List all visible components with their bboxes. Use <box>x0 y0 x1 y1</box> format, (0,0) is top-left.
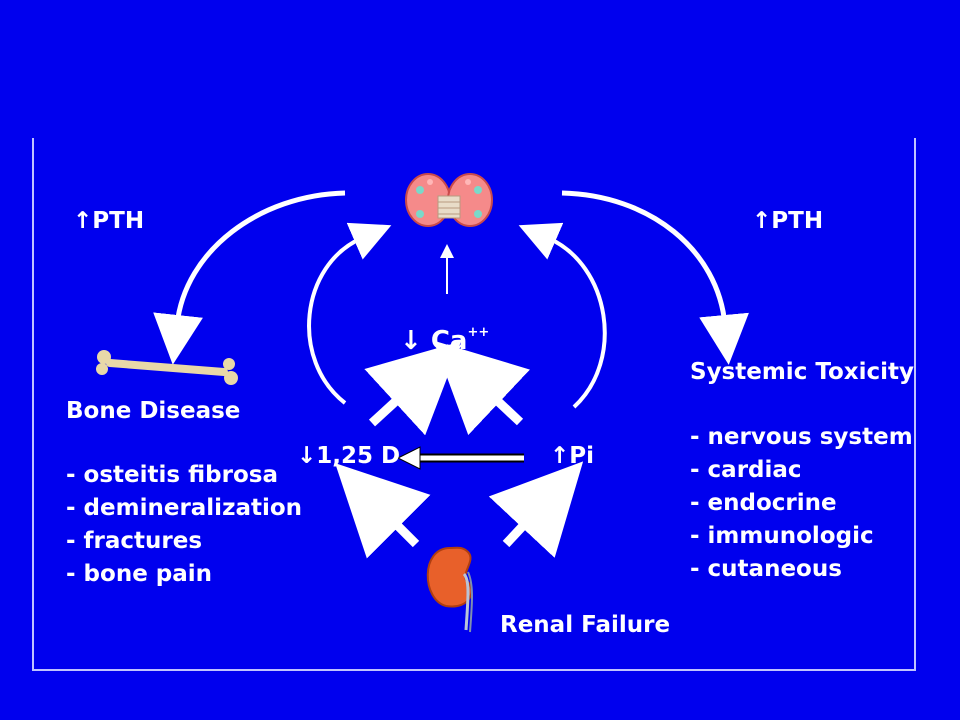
list-item: - osteitis fibrosa <box>66 462 278 488</box>
bone-icon <box>96 350 238 385</box>
calcium-label: ↓ Ca++ <box>400 325 490 356</box>
calcium-label-main: ↓ Ca <box>400 326 468 356</box>
list-item: - bone pain <box>66 561 213 587</box>
arrow-renal-to-pi <box>488 461 584 558</box>
phosphate-label: ↑Pi <box>550 443 595 469</box>
parathyroid-gland-icon <box>405 173 493 227</box>
pth-label-left: ↑PTH <box>73 208 145 234</box>
list-item: - cardiac <box>690 457 802 483</box>
list-item: - endocrine <box>690 490 837 516</box>
list-item: - nervous system <box>690 424 913 450</box>
arrow-125d-to-gland <box>307 222 392 405</box>
kidney-icon <box>426 546 473 633</box>
calcium-label-superscript: ++ <box>467 325 490 340</box>
bone-disease-title: Bone Disease <box>66 398 241 424</box>
systemic-toxicity-title: Systemic Toxicity <box>690 359 914 385</box>
list-item: - immunologic <box>690 523 874 549</box>
list-item: - fractures <box>66 528 203 554</box>
pth-label-right: ↑PTH <box>752 208 824 234</box>
arrow-pi-to-ca <box>433 340 530 436</box>
arrow-125d-to-ca <box>364 341 462 436</box>
vitamin-d-label: ↓1,25 D <box>297 443 401 469</box>
arrow-gland-to-systemic <box>561 190 749 365</box>
list-item: - cutaneous <box>690 556 842 582</box>
arrow-pi-to-gland <box>518 222 607 409</box>
diagram-frame <box>32 138 916 671</box>
arrow-pi-to-125d-head <box>396 446 421 470</box>
renal-failure-label: Renal Failure <box>500 612 671 638</box>
list-item: - demineralization <box>66 495 303 521</box>
arrow-renal-to-125d <box>335 463 431 559</box>
bone-disease-list: - osteitis fibrosa - demineralization - … <box>66 459 302 591</box>
arrow-gland-to-bone <box>153 190 346 365</box>
systemic-toxicity-list: - nervous system - cardiac - endocrine -… <box>690 421 913 586</box>
